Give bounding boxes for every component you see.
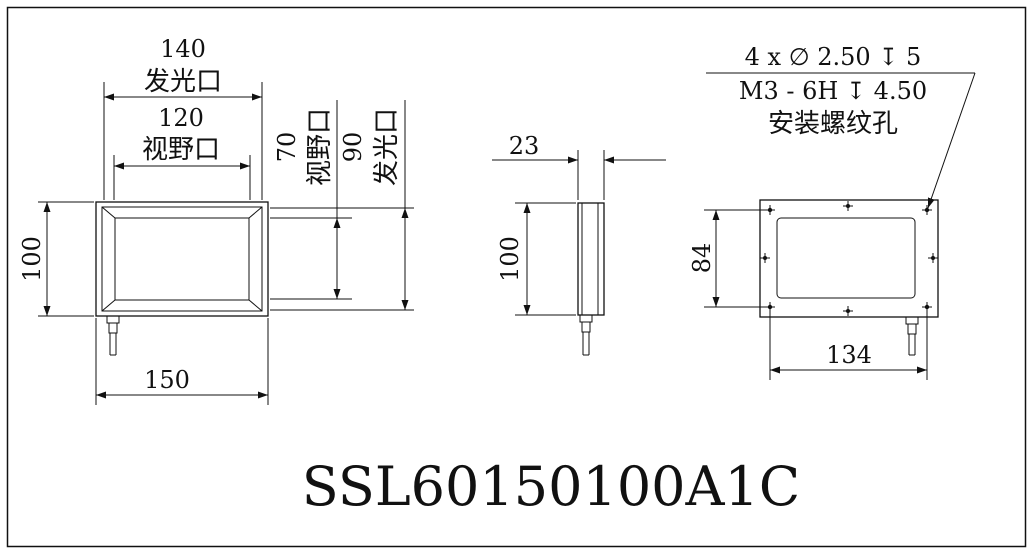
mounting-hole-markers (760, 201, 938, 316)
label-view-aperture: 视野口 (142, 135, 220, 165)
label-view-height: 视野口 (305, 108, 335, 186)
model-number: SSL60150100A1C (302, 455, 800, 518)
dim-hole-spacing-vertical: 84 (688, 243, 716, 274)
hole-spec-leader (927, 72, 976, 209)
side-cable-gland (579, 314, 593, 356)
hole-spec-line1: 4 x ∅ 2.50 ↧ 5 (745, 43, 922, 71)
back-window (776, 217, 916, 299)
front-cable-gland (106, 315, 120, 356)
dim-view-height: 70 (273, 132, 301, 163)
front-inner-frame (101, 206, 263, 312)
dim-hole-spacing-horizontal: 134 (826, 341, 872, 369)
back-view: 84 134 4 x ∅ 2.50 ↧ 5 M3 - 6H ↧ 4.50 安装螺… (688, 43, 976, 380)
dim-emit-width: 140 (160, 35, 206, 63)
dim-side-height: 100 (496, 236, 524, 282)
dim-outer-width: 150 (144, 366, 190, 394)
front-window (114, 217, 250, 301)
dim-emit-height: 90 (339, 132, 367, 163)
dim-thickness: 23 (509, 132, 540, 160)
front-view: 140 发光口 120 视野口 100 150 70 视野口 90 发光口 (18, 35, 414, 405)
label-emit-height: 发光口 (372, 108, 402, 186)
back-cable-gland (905, 316, 919, 356)
front-outer-frame (95, 201, 269, 317)
side-view: 23 100 (492, 132, 666, 356)
dim-outer-height: 100 (18, 236, 46, 282)
dim-view-width: 120 (158, 104, 204, 132)
hole-spec-line2: M3 - 6H ↧ 4.50 (739, 77, 927, 105)
label-emit-aperture: 发光口 (144, 67, 222, 97)
hole-spec-label: 安装螺纹孔 (768, 109, 898, 139)
drawing-border (6, 6, 1027, 548)
